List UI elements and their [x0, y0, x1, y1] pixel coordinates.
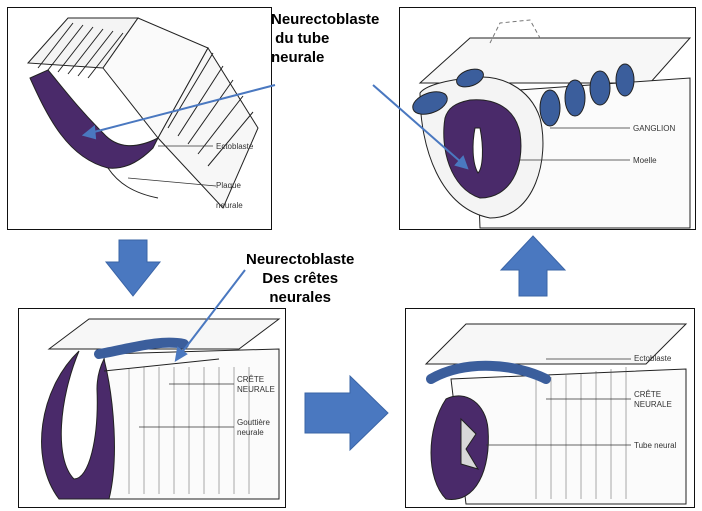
label-neurectoblast-crest: Neurectoblaste Des crêtes neurales: [246, 250, 354, 307]
panel-ganglion: GANGLION Moelle: [399, 7, 696, 230]
panel-neural-tube: Ectoblaste CRÊTE NEURALE Tube neural: [405, 308, 695, 508]
label-plaque: Plaque: [216, 181, 241, 190]
panel-neural-plate: Ectoblaste Plaque neurale: [7, 7, 272, 230]
label-ganglion: GANGLION: [633, 124, 675, 133]
label-tube-crest-2: NEURALE: [634, 400, 672, 409]
label-crest: CRÊTE: [237, 375, 264, 384]
label-plaque-2: neurale: [216, 201, 243, 210]
arrow-up-icon: [499, 235, 567, 297]
label-neurectoblast-crest-line2: Des crêtes: [262, 270, 339, 287]
label-tube-crest: CRÊTE: [634, 390, 661, 399]
label-gutter: Gouttière: [237, 418, 270, 427]
label-tube-ectoblast: Ectoblaste: [634, 354, 672, 363]
label-gutter-2: neurale: [237, 428, 264, 437]
neural-plate-drawing: Ectoblaste Plaque neurale: [26, 17, 259, 210]
neural-gutter-drawing: CRÊTE NEURALE Gouttière neurale: [41, 318, 281, 500]
label-neurectoblast-tube-line3: neurale: [271, 49, 325, 66]
label-ectoblast: Ectoblaste: [216, 142, 254, 151]
ganglion-drawing: GANGLION Moelle: [412, 19, 692, 229]
arrow-down-icon: [104, 239, 162, 297]
arrow-right-icon: [304, 374, 389, 452]
label-neurectoblast-crest-line1: Neurectoblaste: [246, 251, 355, 268]
label-neurectoblast-tube: Neurectoblaste du tube neurale: [271, 10, 379, 67]
label-tube-neural: Tube neural: [634, 441, 677, 450]
label-neurectoblast-tube-line2: du tube: [271, 30, 330, 47]
label-crest-2: NEURALE: [237, 385, 275, 394]
label-marrow: Moelle: [633, 156, 657, 165]
neural-tube-drawing: Ectoblaste CRÊTE NEURALE Tube neural: [424, 323, 688, 505]
panel-neural-gutter: CRÊTE NEURALE Gouttière neurale: [18, 308, 286, 508]
label-neurectoblast-tube-line1: Neurectoblaste: [271, 11, 380, 28]
label-neurectoblast-crest-line3: neurales: [269, 289, 332, 306]
